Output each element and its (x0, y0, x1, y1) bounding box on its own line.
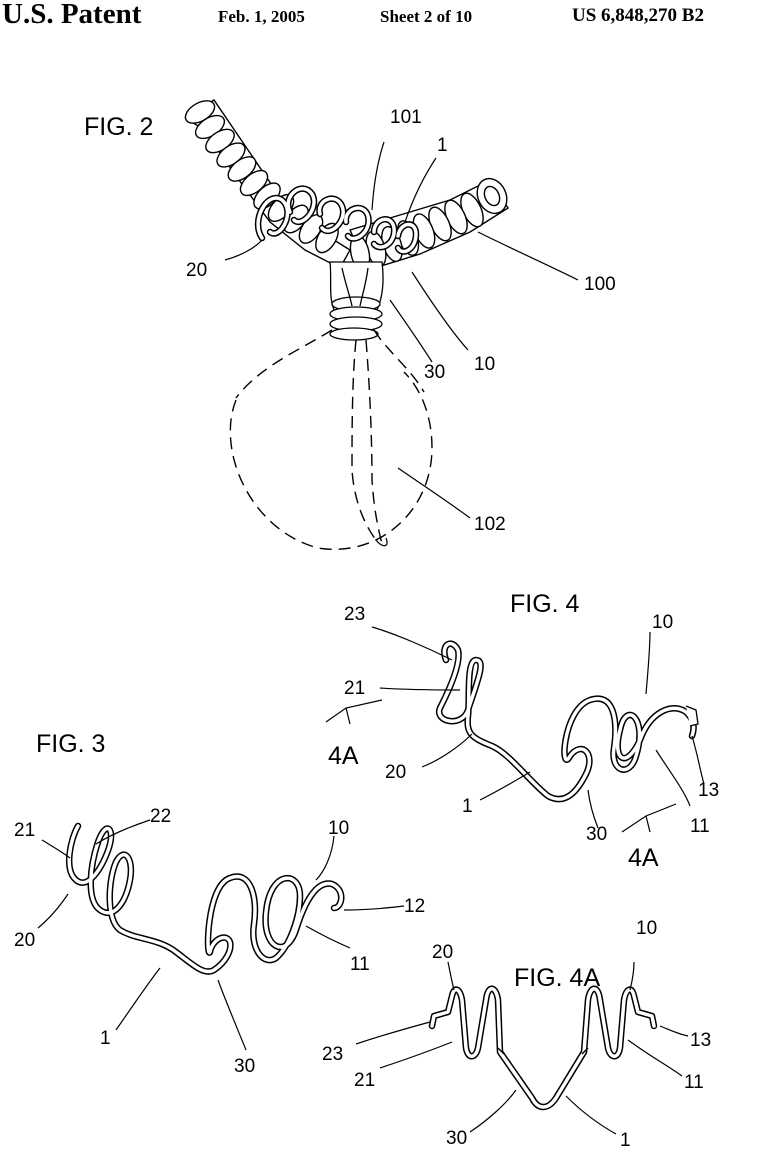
fig4-label-30: 30 (586, 824, 607, 845)
fig4a-label-11: 11 (684, 1072, 704, 1093)
fig2-label-100: 100 (584, 274, 616, 295)
fig4-label-10: 10 (652, 612, 673, 633)
fig4-leaders (371, 626, 705, 829)
fig3-label-10: 10 (328, 818, 349, 839)
sheet-number: Sheet 2 of 10 (380, 7, 473, 26)
fig4-label-11: 11 (690, 816, 710, 837)
fig2-right-coil (349, 177, 509, 272)
fig4-label-13: 13 (698, 780, 719, 801)
fig4-drawing: FIG. 4 23 21 4A 20 10 13 1 30 11 4A (325, 590, 719, 872)
fig4a-label-10: 10 (636, 918, 657, 939)
fig4-label-21: 21 (344, 678, 365, 699)
fig4a-label-1: 1 (620, 1130, 631, 1151)
fig3-label-21: 21 (14, 820, 35, 841)
fig3-label-22: 22 (150, 806, 171, 827)
fig4a-title: FIG. 4A (514, 964, 600, 992)
fig2-label-10: 10 (474, 354, 495, 375)
fig4a-label-13: 13 (690, 1030, 711, 1051)
fig2-left-coil (184, 99, 351, 269)
fig3-leaders (37, 819, 405, 1051)
fig2-drawing: FIG. 2 (84, 99, 616, 550)
fig4a-label-21: 21 (354, 1070, 375, 1091)
fig4a-label-23: 23 (322, 1044, 343, 1065)
fig3-label-11: 11 (350, 954, 370, 975)
fig2-label-102: 102 (474, 514, 506, 535)
fig3-label-1: 1 (100, 1028, 111, 1049)
fig4-title: FIG. 4 (510, 590, 580, 618)
fig3-label-12: 12 (404, 896, 425, 917)
fig3-drawing: FIG. 3 21 22 20 10 12 11 1 30 (14, 730, 425, 1077)
fig4-label-4a-left: 4A (328, 742, 359, 770)
fig2-knot (329, 261, 384, 341)
fig2-label-20: 20 (186, 260, 207, 281)
patent-title: U.S. Patent (2, 0, 142, 30)
fig2-leaders (224, 141, 579, 519)
fig4a-leaders (355, 961, 689, 1135)
fig4-label-4a-right: 4A (628, 844, 659, 872)
fig4-label-23: 23 (344, 604, 365, 625)
fig2-label-30: 30 (424, 362, 445, 383)
fig2-balloon (229, 329, 433, 550)
patent-number: US 6,848,270 B2 (572, 5, 704, 26)
fig2-label-101: 101 (390, 107, 422, 128)
fig3-label-30: 30 (234, 1056, 255, 1077)
fig4a-drawing: FIG. 4A 20 10 23 21 13 11 30 1 (322, 918, 711, 1151)
fig2-wire-coils (254, 185, 420, 255)
fig2-title: FIG. 2 (84, 113, 153, 141)
fig4a-label-20: 20 (432, 942, 453, 963)
patent-date: Feb. 1, 2005 (218, 7, 305, 26)
fig4-label-20: 20 (385, 762, 406, 783)
fig3-label-20: 20 (14, 930, 35, 951)
fig3-title: FIG. 3 (36, 730, 105, 758)
fig4-label-1: 1 (462, 796, 473, 817)
fig4a-label-30: 30 (446, 1128, 467, 1149)
fig2-label-1: 1 (437, 135, 448, 156)
